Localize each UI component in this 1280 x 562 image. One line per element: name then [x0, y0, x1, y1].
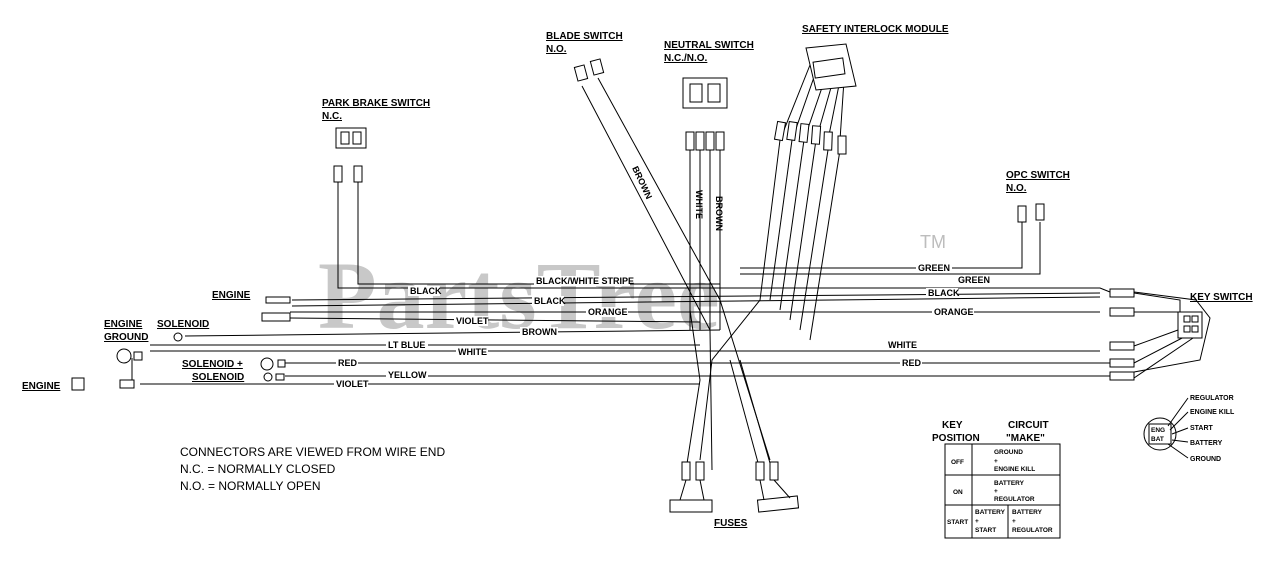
table-header-make: "MAKE": [1006, 433, 1045, 444]
table-row-start-a-3: START: [975, 527, 996, 534]
fuse-connector: [681, 461, 691, 481]
table-header-key: KEY: [942, 420, 963, 431]
wire-label-white-right: WHITE: [888, 340, 917, 350]
neutral-switch-label: NEUTRAL SWITCH: [664, 40, 754, 51]
wire-label-yellow: YELLOW: [388, 370, 427, 380]
park-brake-label: PARK BRAKE SWITCH: [322, 98, 430, 109]
terminal-battery: BATTERY: [1190, 440, 1223, 447]
table-row-start-a-2: +: [975, 518, 979, 525]
notes: CONNECTORS ARE VIEWED FROM WIRE END N.C.…: [180, 445, 445, 493]
wire-label-black-top: BLACK: [410, 286, 442, 296]
fuses-label: FUSES: [714, 518, 748, 529]
solenoid-plus-label-2: SOLENOID: [192, 372, 244, 383]
wire-label-violet-bottom: VIOLET: [336, 379, 369, 389]
wire-label-orange-mid: ORANGE: [588, 307, 628, 317]
table-row-off-circuit-2: +: [994, 458, 998, 465]
key-switch-label: KEY SWITCH: [1190, 292, 1253, 303]
wire-label-orange-right: ORANGE: [934, 307, 974, 317]
key-position-table: KEY POSITION CIRCUIT "MAKE" OFF GROUND +…: [932, 420, 1061, 539]
wire-label-red-left: RED: [338, 358, 358, 368]
watermark-tm: TM: [920, 232, 946, 252]
table-header-position: POSITION: [932, 433, 980, 444]
wire-label-brown-mid: BROWN: [522, 327, 557, 337]
table-row-start-position: START: [947, 519, 968, 526]
table-row-on-circuit-2: +: [994, 488, 998, 495]
wire-label-green-1: GREEN: [918, 263, 950, 273]
wire-label-black-white-stripe: BLACK/WHITE STRIPE: [536, 276, 634, 286]
wire-label-white-mid: WHITE: [458, 347, 487, 357]
solenoid-plus-label: SOLENOID +: [182, 359, 243, 370]
terminal-ground: GROUND: [1190, 456, 1221, 463]
neutral-switch-type: N.C./N.O.: [664, 53, 708, 64]
table-row-start-b-3: REGULATOR: [1012, 527, 1053, 534]
table-row-start-b-1: BATTERY: [1012, 509, 1043, 516]
engine-ground-label: ENGINE: [104, 319, 143, 330]
key-switch-terminal-diagram: ENG BAT REGULATOR ENGINE KILL START BATT…: [1143, 395, 1235, 463]
opc-switch-label: OPC SWITCH: [1006, 170, 1070, 181]
table-header-circuit: CIRCUIT: [1008, 420, 1049, 431]
park-brake-type: N.C.: [322, 111, 342, 122]
engine-terminal: [265, 296, 291, 304]
table-row-on-circuit-1: BATTERY: [994, 480, 1025, 487]
table-row-off-position: OFF: [951, 459, 964, 466]
blade-switch-label: BLADE SWITCH: [546, 31, 623, 42]
table-row-on-position: ON: [953, 489, 963, 496]
table-row-on-circuit-3: REGULATOR: [994, 496, 1035, 503]
connectors: [71, 43, 1203, 513]
solenoid-terminal: [173, 332, 183, 342]
engine-top-label: ENGINE: [212, 290, 251, 301]
engine-left-terminal: [71, 377, 85, 391]
engine-ground-label-2: GROUND: [104, 332, 148, 343]
note-line-3: N.O. = NORMALLY OPEN: [180, 479, 321, 493]
harness-wires: [131, 182, 1211, 385]
wire-label-red-right: RED: [902, 358, 922, 368]
wire-label-violet-top: VIOLET: [456, 316, 489, 326]
engine-left-label: ENGINE: [22, 381, 61, 392]
opc-switch-connector: [1017, 205, 1027, 223]
wire-label-brown-neutral: BROWN: [714, 196, 724, 231]
component-labels: BLADE SWITCH N.O. NEUTRAL SWITCH N.C./N.…: [22, 24, 1253, 529]
note-line-2: N.C. = NORMALLY CLOSED: [180, 462, 336, 476]
engine-ground-terminal: [116, 348, 132, 364]
key-switch-terminal: [1109, 288, 1135, 298]
svg-text:BAT: BAT: [1151, 436, 1164, 443]
svg-text:ENG: ENG: [1151, 427, 1165, 434]
solenoid-plus-terminal: [260, 357, 274, 371]
table-row-off-circuit-3: ENGINE KILL: [994, 466, 1035, 473]
note-line-1: CONNECTORS ARE VIEWED FROM WIRE END: [180, 445, 445, 459]
terminal-start: START: [1190, 425, 1214, 432]
watermark-text: PartsTree: [318, 242, 720, 349]
table-row-start-a-1: BATTERY: [975, 509, 1006, 516]
terminal-engine-kill: ENGINE KILL: [1190, 409, 1235, 416]
wire-label-green-2: GREEN: [958, 275, 990, 285]
blade-switch-type: N.O.: [546, 44, 567, 55]
wire-label-black-right: BLACK: [928, 288, 960, 298]
table-row-start-b-2: +: [1012, 518, 1016, 525]
wire-label-lt-blue: LT BLUE: [388, 340, 425, 350]
wire-labels: BROWN WHITE BROWN GREEN GREEN BLACK/WHIT…: [334, 165, 992, 389]
wire-label-black-mid: BLACK: [534, 296, 566, 306]
wire-label-brown-blade: BROWN: [630, 165, 654, 201]
safety-module-label: SAFETY INTERLOCK MODULE: [802, 24, 949, 35]
opc-switch-type: N.O.: [1006, 183, 1027, 194]
solenoid-label: SOLENOID: [157, 319, 209, 330]
blade-switch-connector: [573, 64, 589, 82]
wire-label-white-neutral: WHITE: [694, 190, 704, 219]
table-row-off-circuit-1: GROUND: [994, 449, 1023, 456]
terminal-regulator: REGULATOR: [1190, 395, 1234, 402]
